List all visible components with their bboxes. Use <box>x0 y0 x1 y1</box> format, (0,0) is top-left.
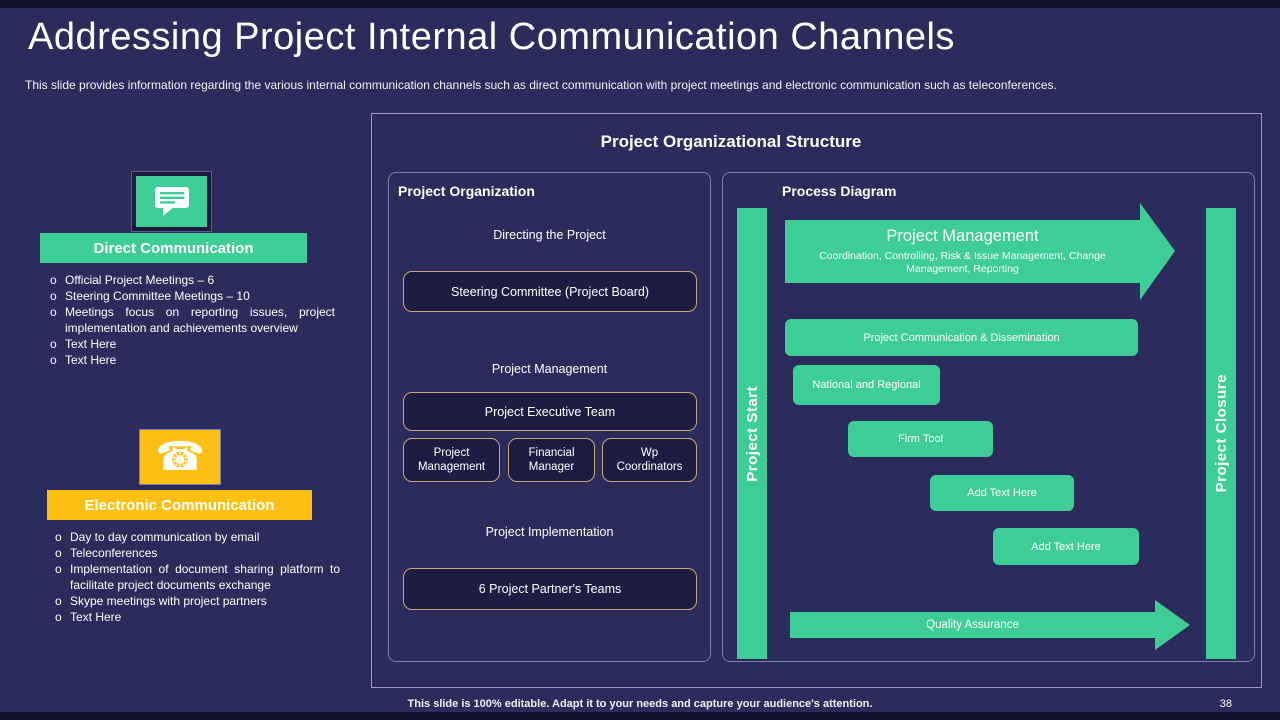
org-box-project-executive-team: Project Executive Team <box>403 392 697 431</box>
bullet-marker: o <box>50 337 57 351</box>
org-box-project-management: Project Management <box>403 438 500 482</box>
org-box-financial-manager: Financial Manager <box>508 438 595 482</box>
org-level-label-implementation: Project Implementation <box>485 525 614 539</box>
phone-icon: ☎ <box>139 429 221 485</box>
arrow-subtitle: Coordination, Controlling, Risk & Issue … <box>819 250 1106 275</box>
org-level-label-directing: Directing the Project <box>493 228 606 242</box>
project-start-label: Project Start <box>743 385 761 482</box>
project-start-bar: Project Start <box>737 208 767 659</box>
chat-icon <box>131 171 212 232</box>
project-organization-title: Project Organization <box>398 183 535 199</box>
footer-note: This slide is 100% editable. Adapt it to… <box>407 698 873 710</box>
bullet-marker: o <box>55 594 62 608</box>
bullet-marker: o <box>50 353 57 367</box>
page-number: 38 <box>1219 698 1232 710</box>
process-step-national-regional: National and Regional <box>793 365 940 405</box>
org-structure-panel <box>371 113 1262 688</box>
org-box-steering-committee: Steering Committee (Project Board) <box>403 271 697 312</box>
project-management-arrow-text: Project Management Coordination, Control… <box>785 220 1140 283</box>
org-level-label-management: Project Management <box>491 362 608 376</box>
project-closure-bar: Project Closure <box>1206 208 1236 659</box>
project-closure-label: Project Closure <box>1212 374 1230 493</box>
process-step-firm-tool: Firm Tool <box>848 421 993 457</box>
bullet-marker: o <box>55 546 62 560</box>
bullet-marker: o <box>55 530 62 544</box>
bullet-marker: o <box>50 273 57 287</box>
process-step-add-text-1: Add Text Here <box>930 475 1074 511</box>
process-step-communication: Project Communication & Dissemination <box>785 319 1138 356</box>
telephone-glyph: ☎ <box>155 434 205 480</box>
bottom-edge-bar <box>0 712 1280 720</box>
page-title: Addressing Project Internal Communicatio… <box>28 16 955 58</box>
org-box-wp-coordinators: Wp Coordinators <box>602 438 697 482</box>
project-organization-panel <box>388 172 711 662</box>
process-diagram-panel <box>722 172 1255 662</box>
slide-subtitle: This slide provides information regardin… <box>25 78 1057 92</box>
arrow-title: Project Management <box>886 227 1039 245</box>
direct-communication-header: Direct Communication <box>40 233 307 263</box>
bullet-marker: o <box>55 610 62 624</box>
org-structure-title: Project Organizational Structure <box>600 132 862 151</box>
chat-bubble-icon <box>154 186 189 216</box>
org-box-partner-teams: 6 Project Partner's Teams <box>403 568 697 610</box>
bullet-marker: o <box>50 305 57 319</box>
bullet-marker: o <box>55 562 62 576</box>
top-edge-bar <box>0 0 1280 8</box>
process-diagram-title: Process Diagram <box>782 183 897 199</box>
electronic-communication-header: Electronic Communication <box>47 490 312 520</box>
bullet-marker: o <box>50 289 57 303</box>
quality-assurance-label: Quality Assurance <box>926 619 1019 631</box>
process-step-add-text-2: Add Text Here <box>993 528 1139 565</box>
